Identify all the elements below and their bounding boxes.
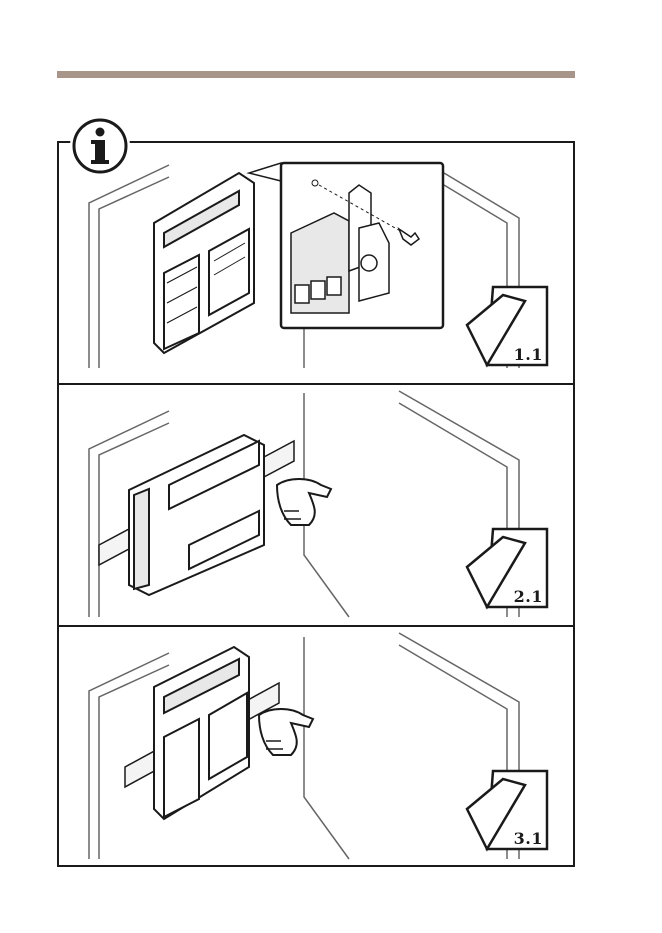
- panel-step-3: 3.1: [59, 627, 573, 867]
- panel-step-1: 1.1: [59, 143, 573, 383]
- step-tag-2: 2.1: [463, 523, 553, 613]
- step-tag-1: 1.1: [463, 281, 553, 371]
- step-label: 2.1: [514, 587, 543, 606]
- info-icon: [70, 116, 130, 176]
- header-rule: [57, 71, 575, 78]
- step-label: 1.1: [514, 345, 543, 364]
- illustration-frame: 1.1: [57, 141, 575, 867]
- step-label: 3.1: [514, 829, 543, 848]
- info-badge: [70, 116, 130, 176]
- step-tag-3: 3.1: [463, 765, 553, 855]
- panel-step-2: 2.1: [59, 385, 573, 625]
